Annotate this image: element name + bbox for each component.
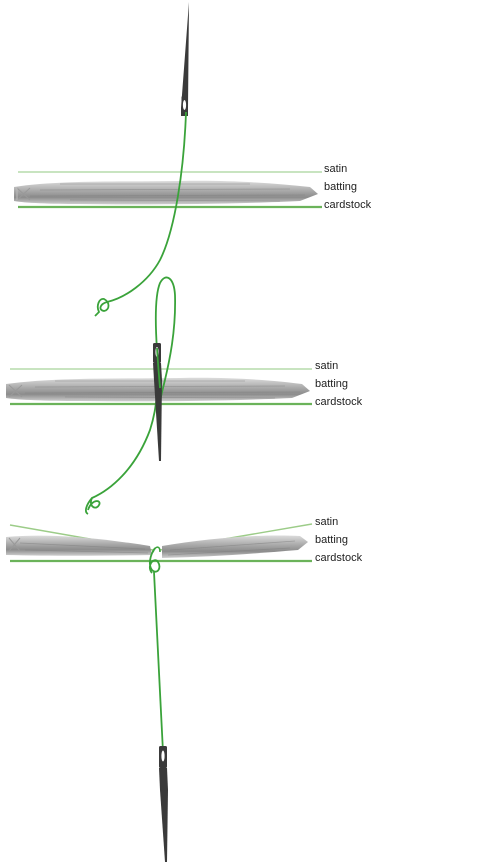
- cardstock-label: cardstock: [324, 199, 372, 211]
- step-3: satin batting cardstock: [6, 516, 363, 862]
- knot: [148, 546, 161, 574]
- step-1: satin batting cardstock: [14, 2, 372, 317]
- thread: [153, 571, 164, 753]
- satin-label: satin: [315, 516, 338, 528]
- batting-layer: [14, 180, 318, 205]
- satin-label: satin: [315, 360, 338, 372]
- thread: [94, 111, 187, 317]
- batting-label: batting: [324, 181, 357, 193]
- satin-label: satin: [324, 163, 347, 175]
- step-2: satin batting cardstock: [6, 276, 363, 515]
- batting-layer: [6, 535, 308, 558]
- cardstock-label: cardstock: [315, 552, 363, 564]
- needle-icon: [159, 746, 168, 862]
- batting-label: batting: [315, 378, 348, 390]
- batting-label: batting: [315, 534, 348, 546]
- cardstock-label: cardstock: [315, 396, 363, 408]
- needle-icon: [181, 2, 189, 116]
